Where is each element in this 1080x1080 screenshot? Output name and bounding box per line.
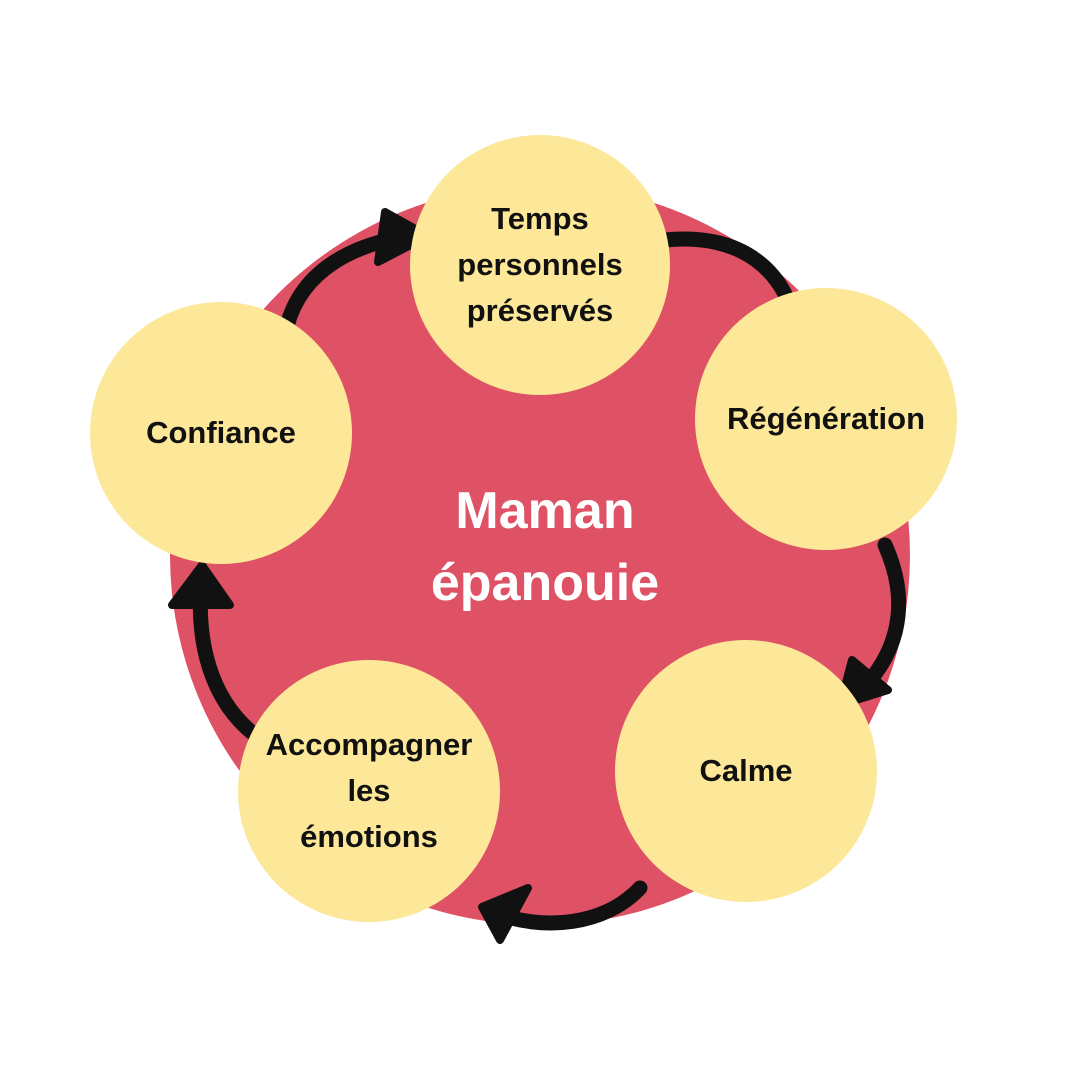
- node-temps-personnels: Temps personnels préservés: [410, 135, 670, 395]
- center-title-line-2: épanouie: [430, 554, 660, 612]
- curved-arrow-icon: [478, 880, 648, 944]
- node-accompagner-line-2: les: [347, 773, 391, 808]
- node-accompagner-line-3: émotions: [300, 819, 438, 854]
- node-regeneration: Régénération: [695, 288, 957, 550]
- node-temps-line-2: personnels: [457, 247, 623, 282]
- node-confiance: Confiance: [90, 302, 352, 564]
- curved-arrow-icon: [836, 537, 907, 709]
- node-regeneration-label: Régénération: [726, 401, 926, 436]
- node-confiance-label: Confiance: [146, 415, 296, 450]
- curved-arrow-icon: [277, 208, 432, 343]
- node-temps-line-1: Temps: [491, 201, 589, 236]
- center-title-line-1: Maman: [455, 482, 635, 540]
- node-temps-line-3: préservés: [466, 293, 614, 328]
- node-calme: Calme: [615, 640, 877, 902]
- center-title: Maman épanouie: [340, 475, 750, 619]
- curved-arrow-icon: [168, 561, 263, 743]
- node-accompagner-emotions: Accompagner les émotions: [238, 660, 500, 922]
- node-calme-label: Calme: [699, 753, 793, 788]
- node-accompagner-line-1: Accompagner: [265, 727, 473, 762]
